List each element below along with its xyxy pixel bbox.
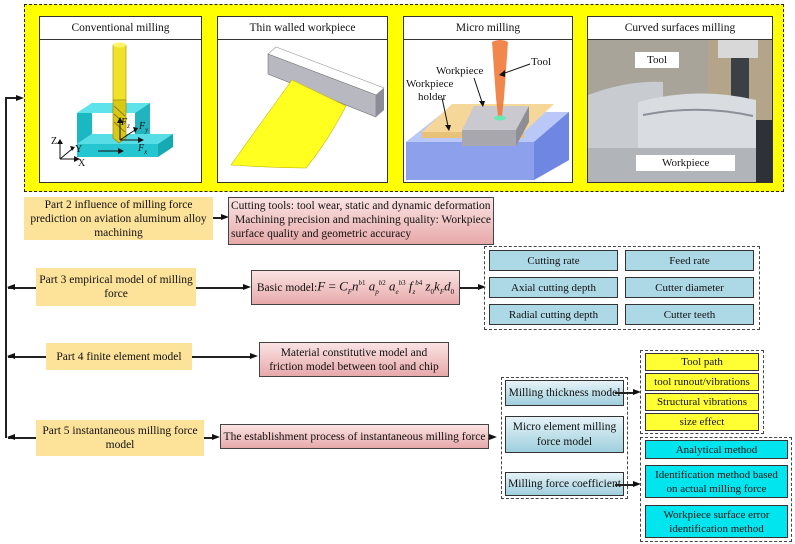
force-fx-label: Fx [138,143,148,156]
arrow-part5-right [212,434,220,440]
connector-part5-left [8,437,36,439]
method-surface-error-identification: Workpiece surface error identification m… [645,505,788,538]
instantaneous-components-group [501,377,628,499]
basic-model-prefix: Basic model: [256,281,318,294]
panel-title: Thin walled workpiece [218,17,387,40]
micro-milling-illustration: Tool Workpiece Workpiece holder [404,40,572,182]
application-scenarios-frame: Conventional milling [24,4,784,192]
part-3-box: Part 3 empirical model of milling force [36,268,196,306]
component-milling-thickness-model: Milling thickness model [505,380,624,406]
instantaneous-box: The establishment process of instantaneo… [220,424,489,449]
effects-box: Cutting tools: tool wear, static and dyn… [228,197,494,245]
workpiece-label: Workpiece [636,155,736,171]
fem-box: Material constitutive model and friction… [259,342,449,377]
part-4-box: Part 4 finite element model [46,343,192,370]
arrow-part4-right [250,353,258,359]
component-milling-force-coefficient: Milling force coefficient [505,472,624,496]
method-analytical: Analytical method [645,440,788,459]
panel-thin-walled-workpiece: Thin walled workpiece [217,16,388,183]
axis-y-label: Y [75,144,83,155]
part-5-box: Part 5 instantaneous milling force model [36,420,204,456]
trunk-to-top-line [5,97,17,99]
coefficient-methods-group [640,437,792,542]
connector-part3-left [8,287,36,289]
panel-curved-surfaces-milling: Curved surfaces milling Tool Workpiece [587,16,773,183]
basic-model-formula: F = CFnb1 apb2 aeb3 fzb4 z0kFd0 [317,278,455,296]
tool-label: Tool [531,56,552,68]
arrow-part5-left [7,434,15,440]
effects-line-1: Cutting tools: tool wear, static and dyn… [231,200,491,212]
panel-micro-milling: Micro milling Tool [403,16,573,183]
factor-tool-path: Tool path [645,353,759,371]
connector-thickness [615,392,635,394]
holder-label-line2: holder [418,91,447,103]
force-fz-label: Fz [121,117,130,130]
arrow-coefficient [633,481,641,487]
factor-structural-vibrations: Structural vibrations [645,393,759,411]
arrow-part3-left [7,284,15,290]
basic-model-box: Basic model: F = CFnb1 apb2 aeb3 fzb4 z0… [251,270,460,305]
factor-cutter-diameter: Cutter diameter [625,277,754,298]
workpiece-label: Workpiece [436,65,484,77]
factor-feed-rate: Feed rate [625,250,754,271]
component-micro-element-model: Micro element milling force model [505,416,624,453]
factor-axial-cutting-depth: Axial cutting depth [489,277,618,298]
effects-line-2: Machining precision and machining qualit… [235,214,491,226]
connector-part2 [213,217,223,219]
thin-walled-illustration [218,40,387,182]
panel-title: Curved surfaces milling [588,17,772,40]
trunk-line [5,97,7,438]
arrow-part2 [221,214,229,220]
connector-part4-right [192,356,252,358]
connector-part3-right [196,287,246,289]
arrow-basic-model [478,284,486,290]
part-2-box: Part 2 influence of milling force predic… [24,197,213,240]
effects-line-3: surface quality and geometric accuracy [231,228,412,240]
connector-part5-right [204,437,214,439]
connector-part4-left [8,356,46,358]
tool-label: Tool [635,52,680,68]
panel-title: Conventional milling [40,17,201,40]
arrow-thickness [633,389,641,395]
curved-surfaces-photo: Tool Workpiece [588,40,772,182]
factor-cutter-teeth: Cutter teeth [625,304,754,325]
arrow-part3-right [243,284,251,290]
axis-x-label: X [78,158,86,169]
factor-radial-cutting-depth: Radial cutting depth [489,304,618,325]
panel-title: Micro milling [404,17,572,40]
force-fy-label: Fy [139,121,149,134]
holder-label-line1: Workpiece [406,78,454,90]
factor-cutting-rate: Cutting rate [489,250,618,271]
connector-basic-model [460,287,480,289]
conventional-milling-illustration: Z Y X Fz Fy Fx [40,40,201,182]
connector-coefficient [615,484,635,486]
arrow-part4-left [7,353,15,359]
method-identification-actual-force: Identification method based on actual mi… [645,465,788,498]
factor-size-effect: size effect [645,413,759,431]
empirical-factors-group [484,246,760,330]
arrow-instantaneous [489,434,497,440]
arrow-to-top-frame [16,94,24,101]
panel-conventional-milling: Conventional milling [39,16,202,183]
thickness-factors-group [640,350,764,434]
factor-tool-runout: tool runout/vibrations [645,373,759,391]
axis-z-label: Z [51,136,58,147]
